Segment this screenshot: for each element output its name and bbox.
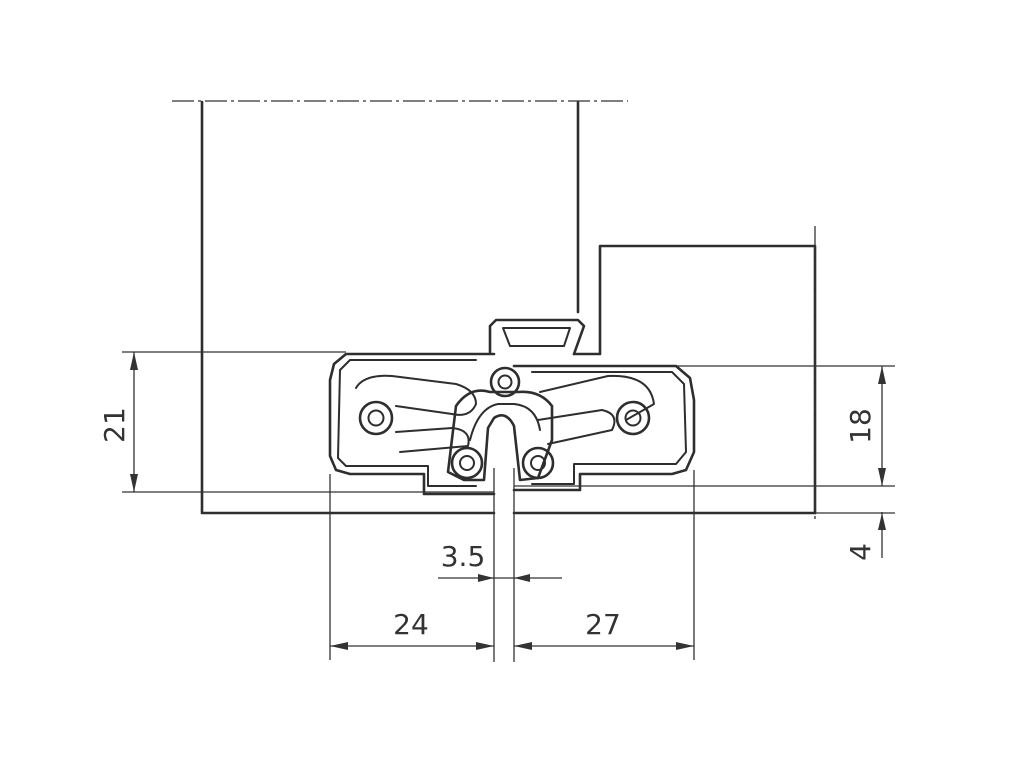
door-frame bbox=[512, 226, 817, 522]
dimension-total-height: 21 bbox=[98, 352, 138, 492]
dimension-door-side-width: 27 bbox=[514, 608, 694, 650]
dimension-label-3-5: 3.5 bbox=[441, 540, 486, 573]
center-gap-lines bbox=[493, 468, 515, 662]
dimension-offset: 4 bbox=[844, 512, 886, 561]
dimension-label-18: 18 bbox=[844, 408, 877, 444]
dimension-label-4: 4 bbox=[844, 543, 877, 561]
dimension-body-height: 18 bbox=[844, 366, 886, 486]
door-leaf bbox=[172, 100, 628, 515]
dimension-label-27: 27 bbox=[585, 608, 621, 641]
dimension-label-24: 24 bbox=[393, 608, 429, 641]
hinge-pivots bbox=[358, 366, 651, 480]
dimension-frame-side-width: 24 bbox=[330, 608, 494, 650]
dimension-label-21: 21 bbox=[98, 407, 131, 443]
dimension-gap: 3.5 bbox=[438, 540, 562, 582]
extension-lines bbox=[122, 351, 895, 660]
hinge-body bbox=[328, 318, 696, 496]
